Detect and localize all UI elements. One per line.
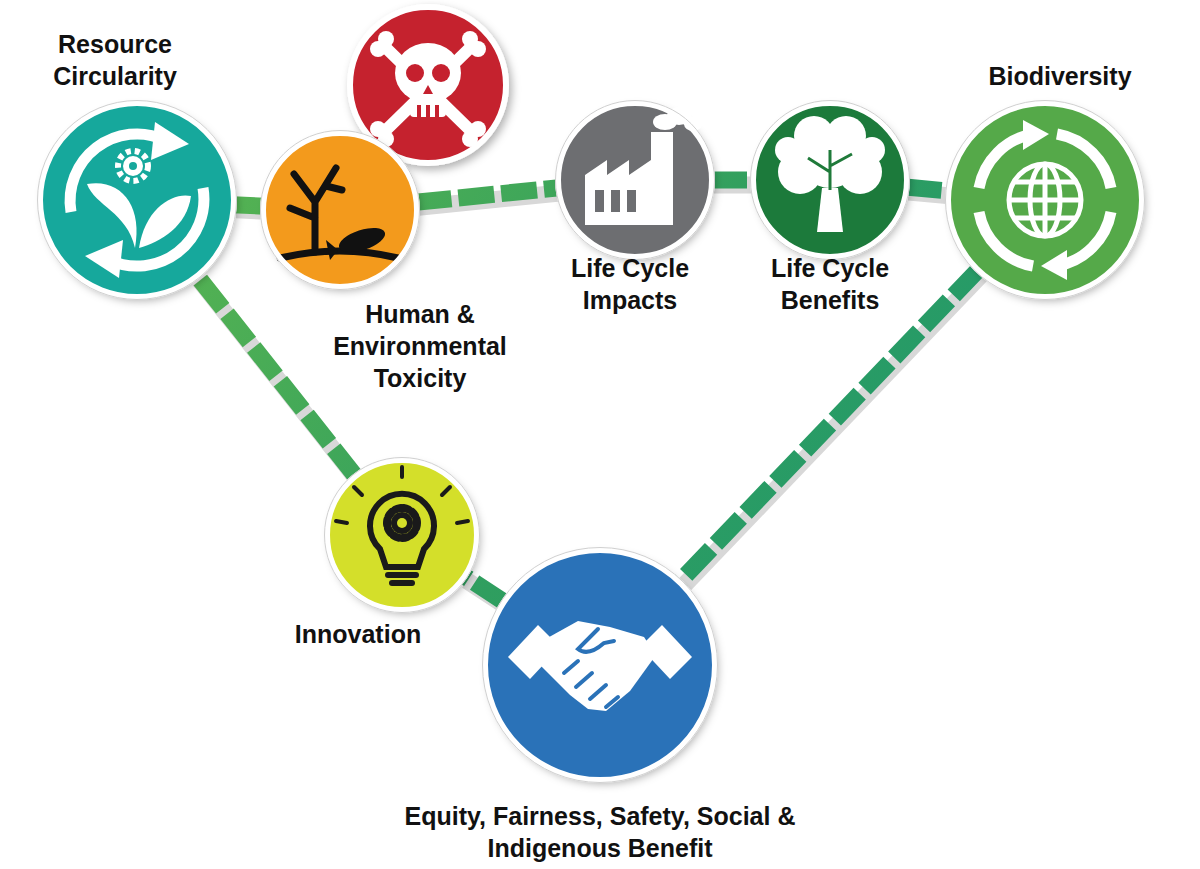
node-label: Human & Environmental Toxicity [310, 298, 530, 394]
biodiversity-circle: Biodiversity [945, 100, 1145, 300]
node-label: Equity, Fairness, Safety, Social & Indig… [400, 800, 800, 864]
node-label: Life Cycle Benefits [745, 252, 915, 316]
resource-circularity-circle: Resource Circularity [37, 100, 237, 300]
circle-outline [945, 100, 1145, 300]
circle-outline [260, 130, 420, 290]
band-connector [197, 275, 360, 482]
node-label: Innovation [258, 618, 458, 650]
factory-icon [558, 103, 712, 257]
band-connector [679, 269, 982, 587]
impacts-circle: Life Cycle Impacts [555, 100, 715, 260]
toxicity-circle: Human & Environmental Toxicity [260, 130, 420, 290]
node-label: Resource Circularity [15, 28, 215, 92]
node-label: Biodiversity [960, 60, 1160, 92]
dead-tree-fish-icon [263, 133, 417, 287]
innovation-circle: Innovation [324, 457, 480, 613]
benefits-circle: Life Cycle Benefits [750, 100, 910, 260]
tree-icon [753, 103, 907, 257]
lightbulb-icon [327, 460, 477, 610]
circle-outline [37, 100, 237, 300]
node-label: Life Cycle Impacts [545, 252, 715, 316]
circle-outline [555, 100, 715, 260]
handshake-icon [485, 550, 715, 780]
circle-outline [324, 457, 480, 613]
globe-cycle-icon [948, 103, 1142, 297]
recycle-leaf-icon [40, 103, 234, 297]
equity-circle: Equity, Fairness, Safety, Social & Indig… [482, 547, 718, 783]
circle-outline [750, 100, 910, 260]
band-connector [416, 188, 563, 208]
circle-outline [482, 547, 718, 783]
